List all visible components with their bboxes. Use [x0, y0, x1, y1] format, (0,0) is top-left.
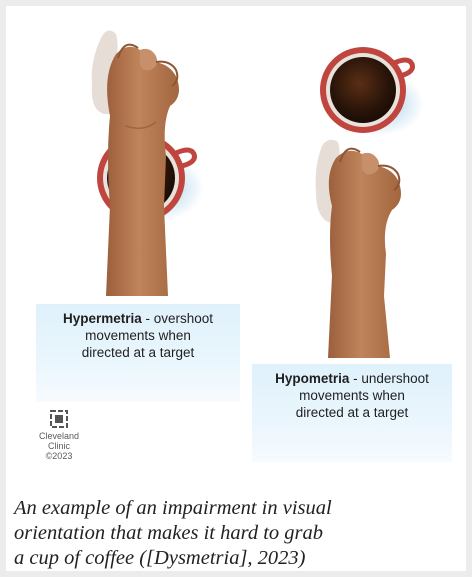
hypometria-desc2: movements when: [252, 387, 452, 404]
cleveland-clinic-logo: Cleveland Clinic ©2023: [24, 410, 94, 461]
logo-line3: ©2023: [24, 451, 94, 461]
figure-panel: Hypermetria - overshoot movements when d…: [6, 6, 466, 571]
hypermetria-label-box: Hypermetria - overshoot movements when d…: [36, 304, 240, 402]
hypometria-label-box: Hypometria - undershoot movements when d…: [252, 364, 452, 462]
hypometria-desc1: - undershoot: [349, 371, 429, 386]
hypometria-line1: Hypometria - undershoot: [252, 370, 452, 387]
hypometria-arm: [328, 149, 401, 358]
hypermetria-desc2: movements when: [36, 327, 240, 344]
hypermetria-desc1: - overshoot: [142, 311, 213, 326]
hypermetria-line1: Hypermetria - overshoot: [36, 310, 240, 327]
hypermetria-desc3: directed at a target: [36, 344, 240, 361]
cleveland-clinic-mark-icon: [50, 410, 68, 428]
logo-line2: Clinic: [24, 441, 94, 451]
logo-line1: Cleveland: [24, 431, 94, 441]
hypometria-term: Hypometria: [275, 371, 349, 386]
hypometria-desc3: directed at a target: [252, 404, 452, 421]
hypermetria-term: Hypermetria: [63, 311, 142, 326]
figure-caption: An example of an impairment in visual or…: [6, 496, 461, 571]
